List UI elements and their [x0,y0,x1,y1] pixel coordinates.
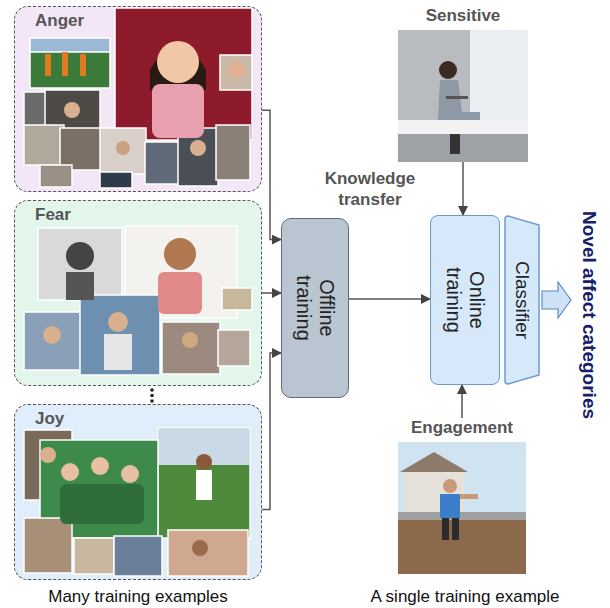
process-box: Online training [430,215,500,385]
heading: Anger [35,11,84,31]
ellipsis-dots [150,388,154,403]
caption: A single training example [330,586,600,607]
output-text: Novel affect categories [572,180,606,450]
image-node: Engagement [398,418,526,574]
image-node: Sensitive [398,6,528,162]
connector [461,385,463,418]
engagement-photo [398,442,526,574]
group-box: Anger [14,6,262,192]
connector [262,353,281,510]
process-box: Offline training [281,218,349,398]
group-ground [14,404,262,580]
heading: Joy [35,409,64,429]
fear-figures [43,238,202,370]
heading: Fear [35,205,71,225]
heading: Engagement [398,418,526,438]
box-label: Classifier [511,261,533,339]
box-label: Offline training [292,258,338,358]
anger-figures [45,41,244,156]
joy-figures [40,429,249,556]
connector [262,110,281,239]
joy-photos [24,428,250,576]
connector [349,298,430,300]
connector [262,292,281,294]
annotation: Knowledge transfer [300,168,440,211]
classifier-box: Classifier [504,215,540,385]
sensitive-photo [398,30,528,162]
heading: Sensitive [398,6,528,26]
block-arrow [542,282,571,318]
caption: Many training examples [10,586,266,607]
group-box: Fear [14,200,262,386]
anger-photos [24,8,252,188]
connector [462,162,464,215]
fear-photos [24,226,252,375]
box-label: Novel affect categories [578,211,600,419]
group-ground [14,200,262,386]
group-box: Joy [14,404,262,580]
box-label: Online training [442,250,488,350]
group-ground [14,6,262,192]
